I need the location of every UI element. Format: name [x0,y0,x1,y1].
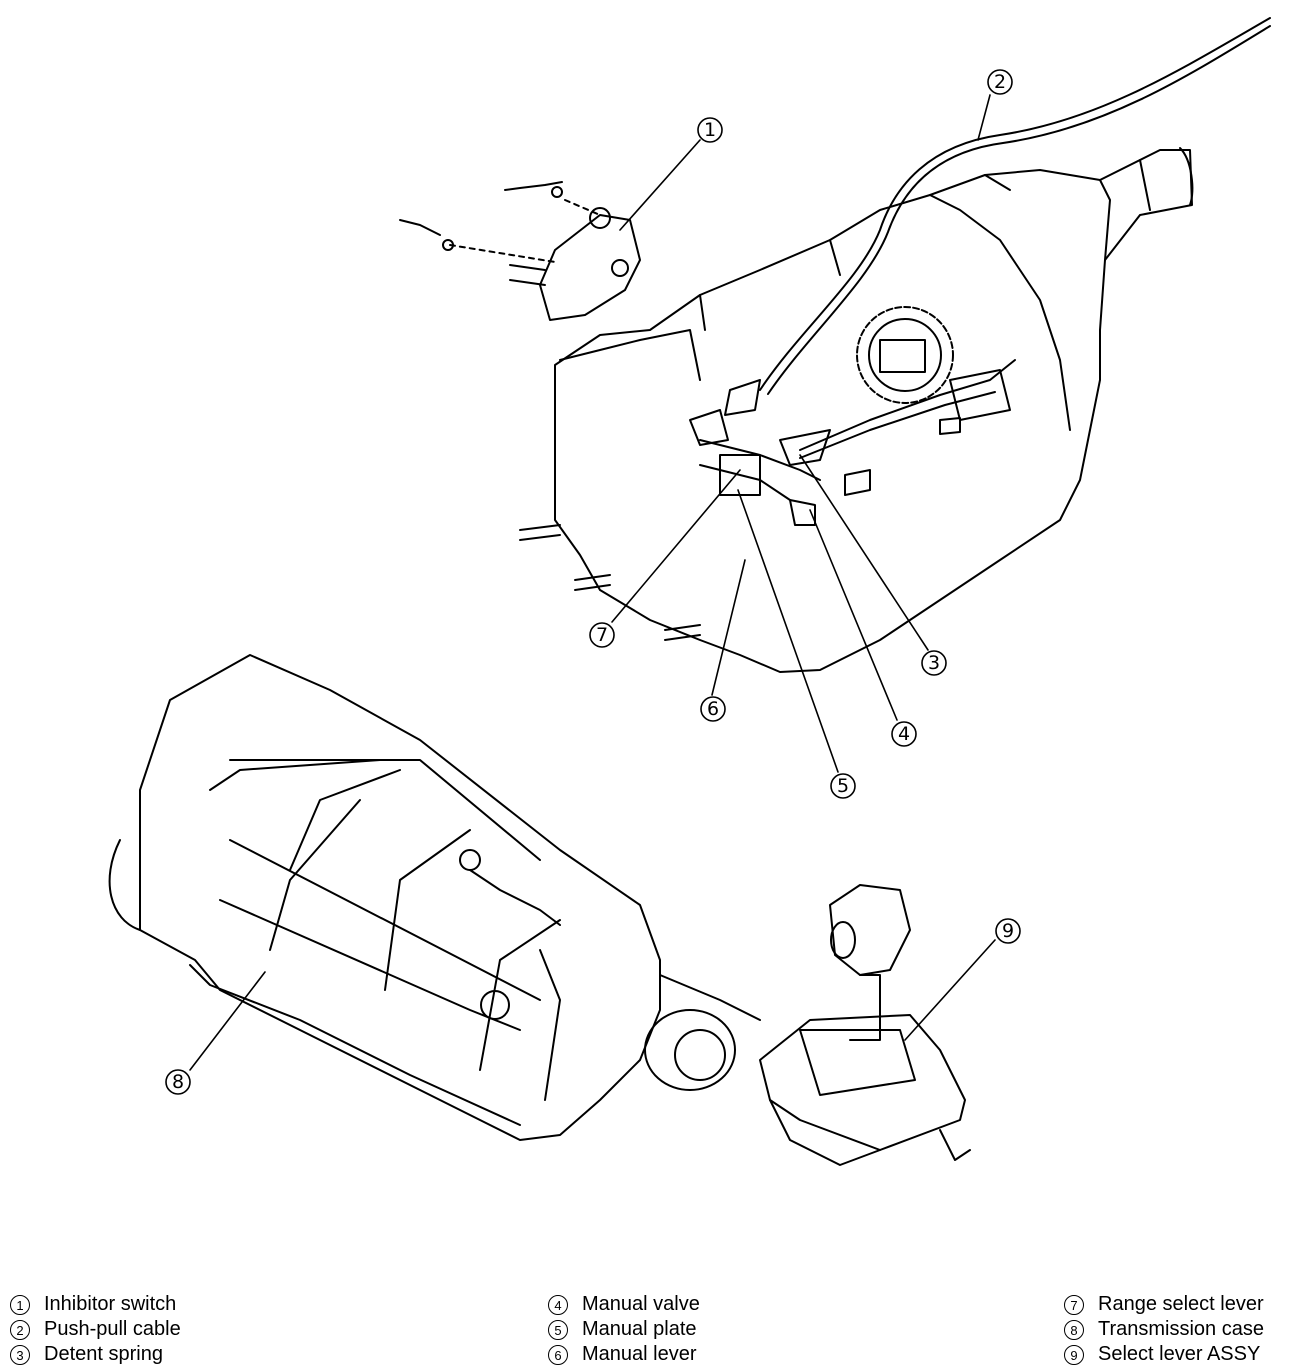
legend-label-detent-spring: Detent spring [44,1343,163,1365]
callout-8: 8 [165,1069,191,1095]
legend-label-manual-plate: Manual plate [582,1318,697,1340]
callout-3-number: 3 [928,652,940,674]
inhibitor-switch-drawing [399,181,641,321]
legend-item-9: 9 Select lever ASSY [1064,1342,1264,1367]
legend-item-4: 4 Manual valve [548,1292,700,1317]
legend-number-6: 6 [548,1344,568,1365]
legend-item-3: 3 Detent spring [10,1342,181,1367]
legend-item-2: 2 Push-pull cable [10,1317,181,1342]
callout-3: 3 [921,650,947,676]
callout-8-number: 8 [172,1071,184,1093]
lower-transmission-drawing [108,654,761,1141]
callout-7-number: 7 [596,624,608,646]
legend-item-8: 8 Transmission case [1064,1317,1264,1342]
legend-label-manual-valve: Manual valve [582,1293,700,1315]
callout-9: 9 [995,918,1021,944]
legend-label-push-pull-cable: Push-pull cable [44,1318,181,1340]
legend-number-5: 5 [548,1319,568,1340]
legend-label-inhibitor-switch: Inhibitor switch [44,1293,177,1315]
legend-number-7: 7 [1064,1294,1084,1315]
callout-5-number: 5 [837,775,849,797]
legend-number-9: 9 [1064,1344,1084,1365]
legend-item-6: 6 Manual lever [548,1342,700,1367]
legend-number-4: 4 [548,1294,568,1315]
transmission-exploded-diagram: 1 2 3 4 5 6 7 8 9 [108,17,1271,1166]
callout-6: 6 [700,696,726,722]
callout-4: 4 [891,721,917,747]
legend-item-7: 7 Range select lever [1064,1292,1264,1317]
callout-5: 5 [830,773,856,799]
callout-2-number: 2 [994,71,1006,93]
legend-label-range-select-lever: Range select lever [1098,1293,1264,1315]
legend-column-2: 4 Manual valve 5 Manual plate 6 Manual l… [548,1292,700,1367]
callout-2: 2 [987,69,1013,95]
legend-label-manual-lever: Manual lever [582,1343,697,1365]
callout-9-number: 9 [1002,920,1014,942]
legend-column-3: 7 Range select lever 8 Transmission case… [1064,1292,1264,1367]
callout-4-number: 4 [898,723,910,745]
legend-number-2: 2 [10,1319,30,1340]
legend-label-select-lever-assy: Select lever ASSY [1098,1343,1261,1365]
callout-1-number: 1 [704,119,716,141]
legend-number-1: 1 [10,1294,30,1315]
legend-item-5: 5 Manual plate [548,1317,700,1342]
upper-transmission-drawing [519,147,1194,673]
legend-item-1: 1 Inhibitor switch [10,1292,181,1317]
legend-number-8: 8 [1064,1319,1084,1340]
select-lever-assy-drawing [759,884,971,1166]
legend-number-3: 3 [10,1344,30,1365]
legend-label-transmission-case: Transmission case [1098,1318,1264,1340]
push-pull-cable-drawing [724,17,1271,416]
callout-7: 7 [589,622,615,648]
callout-1: 1 [697,117,723,143]
leader-lines [189,94,996,1071]
legend-column-1: 1 Inhibitor switch 2 Push-pull cable 3 D… [10,1292,181,1367]
callout-6-number: 6 [707,698,719,720]
